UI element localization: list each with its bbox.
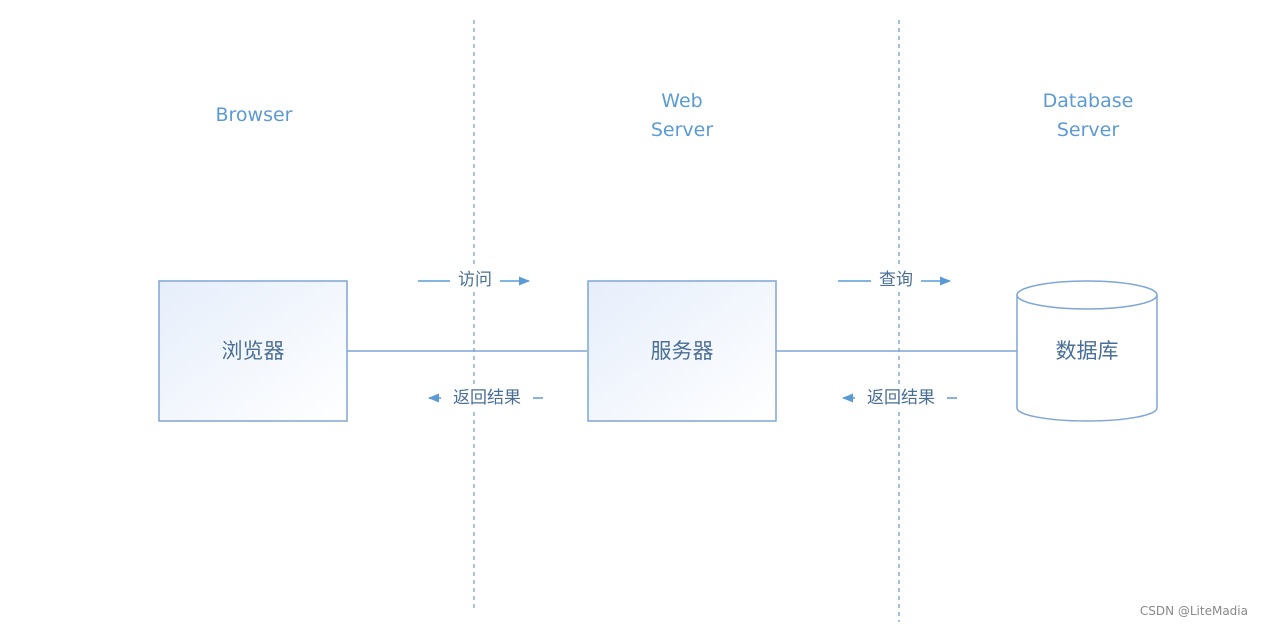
visit-label: 访问	[450, 268, 500, 292]
browser-label: 浏览器	[221, 339, 285, 363]
lane-title-browser: Browser	[215, 104, 293, 126]
lane-title-database-server: Database Server	[1042, 90, 1134, 141]
server-label: 服务器	[650, 339, 714, 363]
return-label-left: 返回结果	[441, 386, 533, 410]
watermark: CSDN @LiteMadia	[1139, 604, 1248, 618]
database-cylinder	[1016, 280, 1158, 422]
server-box	[587, 280, 777, 422]
query-label: 查询	[871, 268, 921, 292]
lane-title-web-server: Web Server	[650, 90, 714, 141]
browser-box	[158, 280, 348, 422]
database-label: 数据库	[1055, 339, 1119, 363]
return-label-right: 返回结果	[855, 386, 947, 410]
